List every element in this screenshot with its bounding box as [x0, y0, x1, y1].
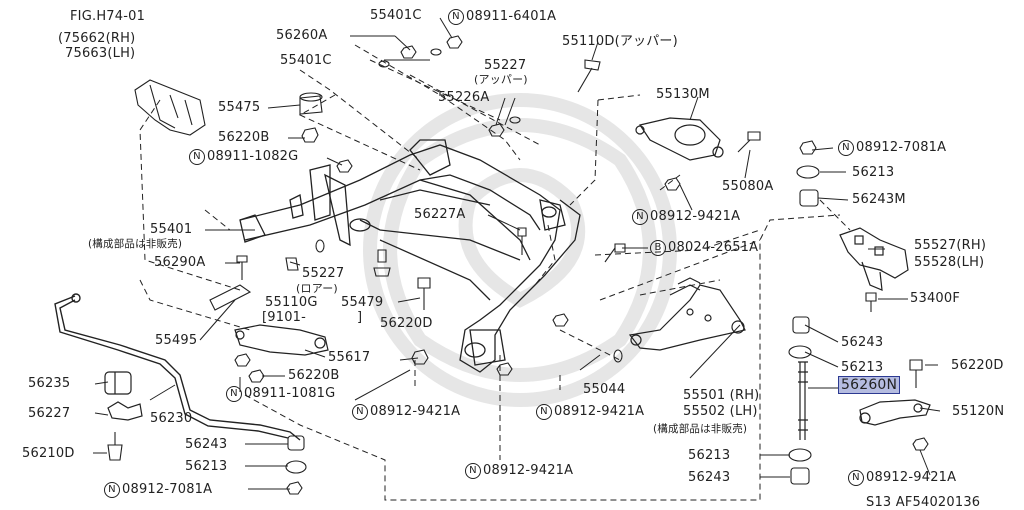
- label-55120n: 55120N: [952, 404, 1005, 419]
- label-56220b-top: 56220B: [218, 130, 270, 145]
- label-55226a: 55226A: [438, 90, 490, 105]
- label-56213-mid-rt: 56213: [841, 360, 884, 375]
- solid-leaders: [93, 17, 941, 490]
- dashed-leaders: [139, 44, 851, 501]
- label-55475: 55475: [218, 100, 261, 115]
- label-55044: 55044: [583, 382, 626, 397]
- label-55080a: 55080A: [722, 179, 774, 194]
- label-55227-upper: 55227: [484, 58, 527, 73]
- figure-rh-part: (75662(RH): [58, 31, 136, 46]
- label-56290a: 56290A: [154, 255, 206, 270]
- link-55617: [234, 324, 329, 356]
- label-55110g-note: [9101-: [262, 310, 307, 325]
- label-55501-rh: 55501 (RH): [683, 388, 760, 403]
- circle-n-mark: N: [838, 140, 854, 156]
- label-5550x-note: (構成部品は非販売): [653, 423, 748, 435]
- label-56227: 56227: [28, 406, 71, 421]
- circle-n-mark: N: [465, 463, 481, 479]
- knuckle-55527: [839, 227, 909, 291]
- label-56243-rt: 56243: [841, 335, 884, 350]
- label-55401-note: (構成部品は非販売): [88, 238, 183, 250]
- label-55227-lower-note: (ロアー): [296, 282, 338, 295]
- label-55110g: 55110G: [265, 295, 318, 310]
- watermark-emblem: [363, 93, 677, 407]
- circle-n-mark: N: [226, 386, 242, 402]
- circle-b-mark: B: [650, 240, 666, 256]
- label-55401c-mid: 55401C: [280, 53, 332, 68]
- label-55130m: 55130M: [656, 87, 710, 102]
- label-55401: 55401: [150, 222, 193, 237]
- label-56243-br: 56243: [688, 470, 731, 485]
- figure-lh-part: 75663(LH): [65, 46, 136, 61]
- label-56220d-mid: 56220D: [380, 316, 433, 331]
- circle-n-mark: N: [632, 209, 648, 225]
- rear-subframe: [239, 139, 581, 373]
- lower-arm-55501: [628, 277, 746, 351]
- label-55502-lh: 55502 (LH): [683, 404, 758, 419]
- label-56213-rt: 56213: [852, 165, 895, 180]
- circle-n-mark: N: [536, 404, 552, 420]
- label-55617: 55617: [328, 350, 371, 365]
- circle-n-mark: N: [448, 9, 464, 25]
- figure-reference: FIG.H74-01: [70, 9, 146, 24]
- label-56213-br: 56213: [688, 448, 731, 463]
- label-56243-bl: 56243: [185, 437, 228, 452]
- label-55227-lower: 55227: [302, 266, 345, 281]
- hardware-nuts-washers: [107, 35, 929, 495]
- circle-n-mark: N: [189, 149, 205, 165]
- label-56210d: 56210D: [22, 446, 75, 461]
- label-55495: 55495: [155, 333, 198, 348]
- label-53400f: 53400F: [910, 291, 961, 306]
- label-55479: 55479: [341, 295, 384, 310]
- label-56235: 56235: [28, 376, 71, 391]
- upper-link-55130m: [635, 117, 724, 161]
- label-56220d-rt: 56220D: [951, 358, 1004, 373]
- label-55110d: 55110D(アッパー): [562, 34, 678, 49]
- circle-n-mark: N: [104, 482, 120, 498]
- stabilizer-bar-56230: [54, 293, 301, 441]
- link-55120n: [859, 399, 931, 426]
- circle-n-mark: N: [848, 470, 864, 486]
- label-56260n-highlighted[interactable]: 56260N: [838, 376, 901, 394]
- circle-n-mark: N: [352, 404, 368, 420]
- label-55110g-close: ]: [357, 310, 363, 325]
- label-55227-upper-note: (アッパー): [474, 73, 528, 86]
- label-56243m: 56243M: [852, 192, 906, 207]
- label-56260n-wrap: 56260N: [838, 376, 901, 394]
- bracket-75662: [134, 79, 206, 136]
- label-56230: 56230: [150, 411, 193, 426]
- label-56220b-bot: 56220B: [288, 368, 340, 383]
- label-55527-rh: 55527(RH): [914, 238, 987, 253]
- label-56213-bl: 56213: [185, 459, 228, 474]
- label-55401c-top: 55401C: [370, 8, 422, 23]
- label-56227a: 56227A: [414, 207, 466, 222]
- label-56260a: 56260A: [276, 28, 328, 43]
- link-rod-56260n: [798, 361, 808, 440]
- diagram-code: S13 AF54020136: [866, 495, 981, 510]
- label-55528-lh: 55528(LH): [914, 255, 985, 270]
- bushing-56235: [104, 371, 143, 421]
